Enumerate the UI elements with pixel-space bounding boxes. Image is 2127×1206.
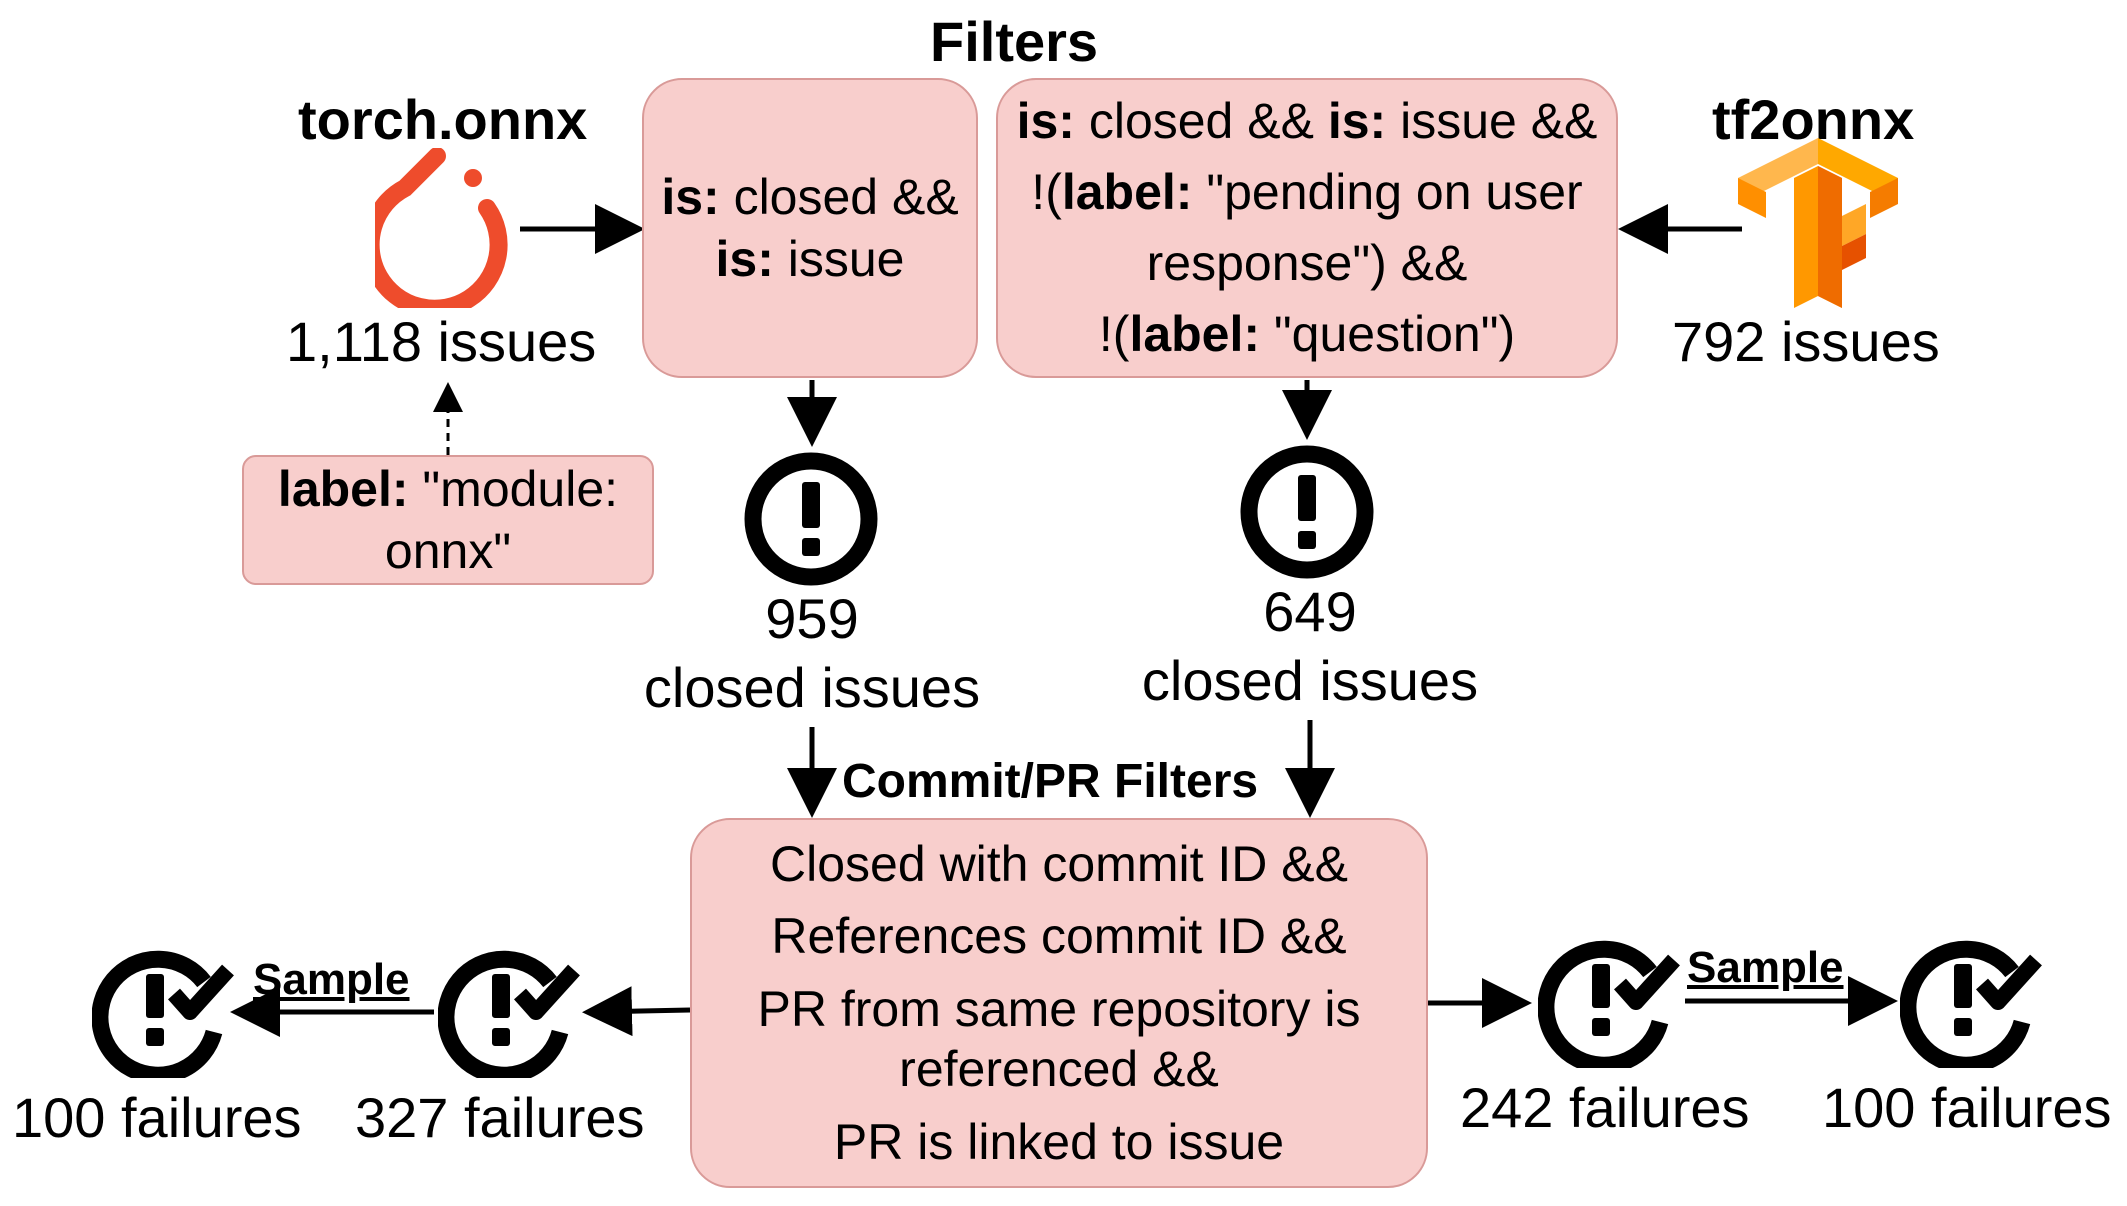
issue-check-icon xyxy=(1899,934,2042,1074)
tf-closed-count: 649 xyxy=(1263,580,1357,643)
issue-check-icon xyxy=(1537,934,1680,1074)
torch-filter-is-2: is: xyxy=(715,231,774,287)
tf-filter-not-2: !( xyxy=(1098,306,1130,362)
tf-filter-not-1: !( xyxy=(1031,164,1062,220)
left-sample-label: Sample xyxy=(253,955,410,1004)
tf-filter-is-1: is: xyxy=(1016,93,1075,149)
right-sample-failures: 100 failures xyxy=(1822,1076,2112,1139)
label-value-1: "module: xyxy=(422,461,619,517)
tf-issue-count: 792 issues xyxy=(1672,310,1940,373)
left-sample-failures: 100 failures xyxy=(12,1086,302,1149)
issue-exclamation-icon xyxy=(744,452,878,586)
right-total-failures: 242 failures xyxy=(1460,1076,1750,1139)
commit-filter-line-3: PR from same repository is xyxy=(757,981,1361,1037)
tf-filter-label-2: label: xyxy=(1129,306,1261,362)
commit-filter-line-5: PR is linked to issue xyxy=(833,1114,1285,1170)
tf-closed-label: closed issues xyxy=(1141,649,1479,712)
tf-filter-issue: issue && xyxy=(1386,93,1598,149)
torch-onnx-title: torch.onnx xyxy=(298,88,588,151)
commit-filters-title: Commit/PR Filters xyxy=(842,755,1259,808)
tf-filter-question: "question") xyxy=(1260,306,1516,362)
label-filter-box: label: "module: onnx" xyxy=(242,455,654,585)
right-sample-label: Sample xyxy=(1687,943,1844,992)
arrow-commit-to-left xyxy=(582,986,691,1037)
label-value-2: onnx" xyxy=(384,523,512,579)
torch-closed-label: closed issues xyxy=(643,656,981,719)
torch-filter-closed: closed && xyxy=(719,169,959,225)
tf-filter-is-2: is: xyxy=(1327,93,1387,149)
commit-filter-box: Closed with commit ID && References comm… xyxy=(690,818,1428,1188)
issue-exclamation-icon xyxy=(1240,445,1374,579)
tf-filter-pending: "pending on user xyxy=(1192,164,1583,220)
tf-filter-label-1: label: xyxy=(1061,164,1193,220)
commit-filter-line-1: Closed with commit ID && xyxy=(770,836,1348,892)
tensorflow-logo-icon xyxy=(1738,138,1898,308)
torch-closed-count: 959 xyxy=(765,587,859,650)
issue-check-icon xyxy=(91,944,234,1084)
torch-issue-count: 1,118 issues xyxy=(286,310,597,373)
left-total-failures: 327 failures xyxy=(355,1086,645,1149)
label-key: label: xyxy=(277,461,409,517)
torch-filter-is-1: is: xyxy=(661,169,720,225)
tf-filter-response: response") && xyxy=(1146,235,1468,291)
filters-title: Filters xyxy=(930,10,1099,73)
torch-filter-box: is: closed && is: issue xyxy=(642,78,978,378)
issue-check-icon xyxy=(437,944,580,1084)
torch-filter-issue: issue xyxy=(773,231,905,287)
tf2onnx-title: tf2onnx xyxy=(1712,88,1915,151)
commit-filter-line-4: referenced && xyxy=(899,1041,1219,1097)
tf-filter-closed: closed && xyxy=(1074,93,1328,149)
tf-filter-box: is: closed && is: issue && !(label: "pen… xyxy=(996,78,1618,378)
pytorch-logo-icon xyxy=(361,147,520,318)
commit-filter-line-2: References commit ID && xyxy=(771,908,1347,964)
